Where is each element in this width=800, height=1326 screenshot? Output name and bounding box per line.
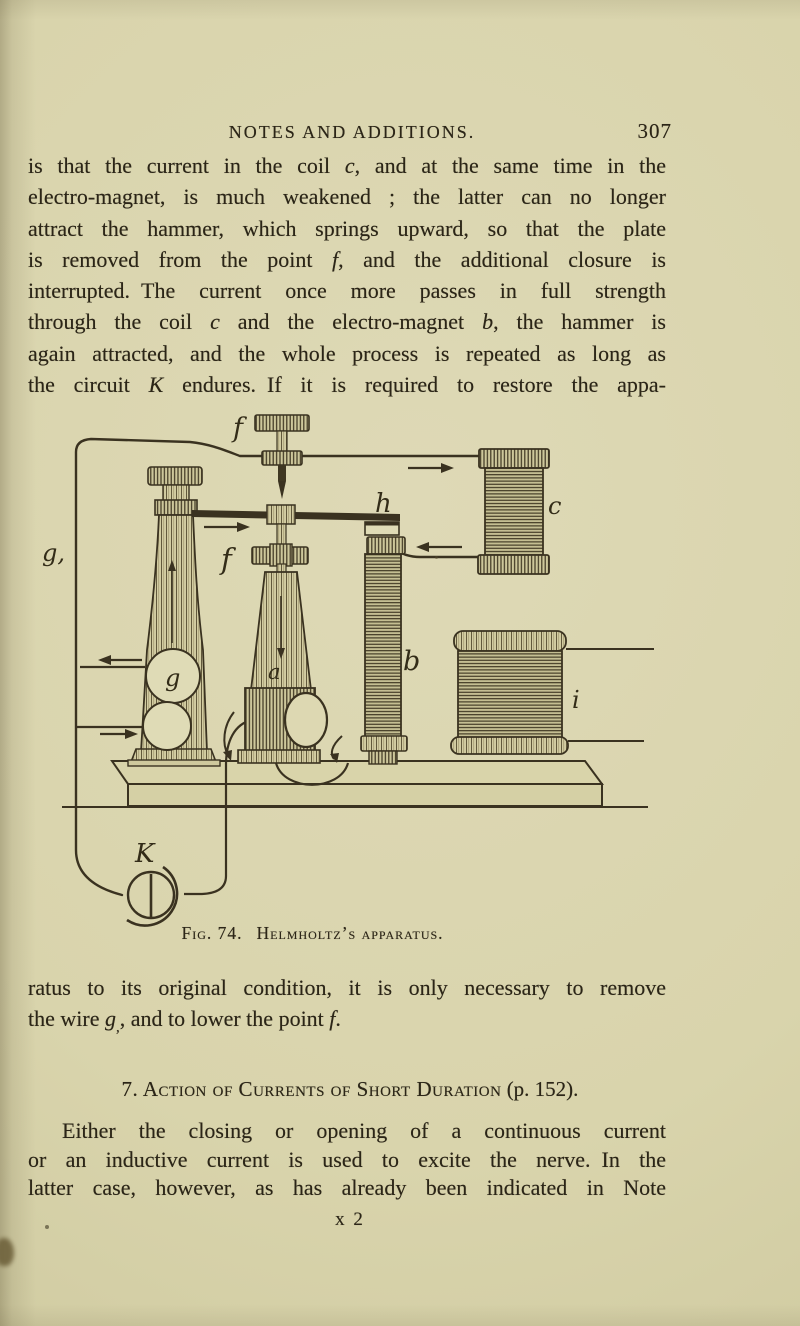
text-line: Either the closing or opening of a conti… [62, 1118, 666, 1143]
text-line: ratus to its original condition, it is o… [28, 975, 666, 1000]
secondary-coil-i [450, 630, 569, 755]
paragraph-1: is that the current in the coil c, and a… [28, 150, 666, 400]
paragraph-2: ratus to its original condition, it is o… [28, 972, 666, 1043]
lever-hammer [192, 504, 400, 536]
label-g-pillar: g [165, 664, 180, 692]
text-line: is that the current in the coil c, and a… [28, 153, 667, 178]
apparatus-engraving: f g, g f a h b c i K [42, 413, 654, 927]
figure-caption-title: Helmholtz’s apparatus. [256, 923, 444, 943]
text-line: through the coil c and the electro-magne… [28, 309, 666, 335]
figure-helmholtz-apparatus: f g, g f a h b c i K [38, 403, 672, 953]
section-heading-pageref: (p. 152). [501, 1077, 579, 1101]
label-a-column: a [268, 660, 281, 684]
label-f-screw: f [219, 542, 237, 576]
label-c-coil: c [548, 492, 561, 520]
text-line: electro-magnet, is much weakened ; the l… [28, 184, 666, 210]
label-h-lever: h [375, 489, 392, 519]
label-f-top: f [231, 413, 247, 444]
paragraph-3: Either the closing or opening of a conti… [28, 1117, 666, 1203]
column-a [237, 571, 329, 764]
text-line: again attracted, and the whole process i… [28, 340, 666, 366]
base-board [62, 760, 648, 808]
text-line: the circuit K endures. If it is required… [28, 372, 666, 398]
wire-a-to-battery [184, 718, 253, 896]
battery-k [126, 865, 179, 927]
text-line: the wire g,, and to lower the point f. [28, 1006, 341, 1036]
label-i-coil: i [572, 686, 580, 714]
label-k-battery: K [134, 839, 156, 869]
label-b-magnet: b [403, 646, 420, 677]
pillar-g [127, 466, 221, 767]
paper-speck [45, 1225, 49, 1229]
section-heading-title: 7. Action of Currents of Short Duration [121, 1077, 502, 1101]
label-g-wire: g, [42, 539, 65, 567]
adjusting-screw [251, 523, 309, 575]
wire-a-to-b-under-board [274, 762, 350, 786]
figure-caption-number: Fig. 74. [181, 923, 243, 943]
primary-coil-c [477, 448, 550, 575]
running-header: NOTES AND ADDITIONS. [228, 122, 476, 142]
page-number: 307 [637, 119, 672, 143]
current-arrows [98, 463, 462, 763]
wire-g1-loop [74, 437, 484, 897]
text-line: or an inductive current is used to excit… [28, 1146, 666, 1172]
text-line: is removed from the point f, and the add… [28, 246, 666, 272]
text-line: latter case, however, as has already bee… [28, 1175, 666, 1200]
text-line: attract the hammer, which springs upward… [28, 215, 666, 241]
printer-signature: x 2 [335, 1209, 365, 1230]
paper-speck [435, 556, 438, 559]
contact-screw-top [254, 414, 310, 499]
paper-blemish [0, 1238, 14, 1266]
section-heading: 7. Action of Currents of Short Duration … [30, 1077, 670, 1102]
text-line: interrupted. The current once more passe… [28, 278, 666, 304]
electromagnet-b [360, 536, 408, 765]
figure-caption: Fig. 74. Helmholtz’s apparatus. [40, 923, 585, 944]
